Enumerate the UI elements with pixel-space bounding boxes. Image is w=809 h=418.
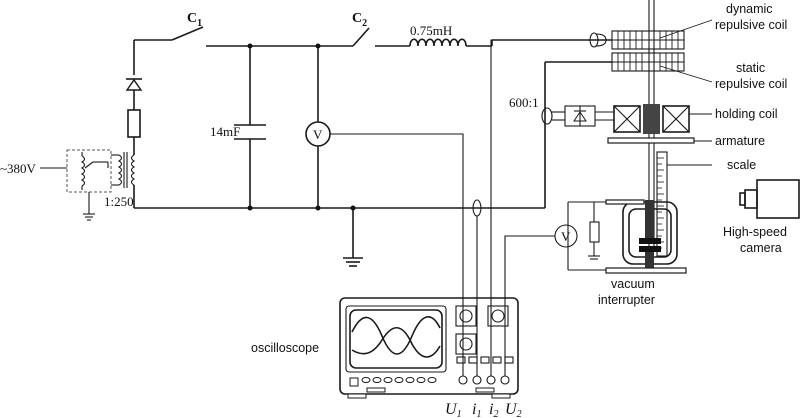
ct-ratio-label: 600:1 — [509, 95, 539, 110]
c1-label: C1 — [187, 11, 202, 29]
c2-switch — [352, 27, 370, 47]
vacuum-interrupter — [605, 199, 687, 274]
i2-label: i2 — [489, 401, 498, 418]
source-label: ~380V — [0, 161, 37, 176]
holding-coil-core — [643, 104, 660, 134]
oscilloscope-label: oscilloscope — [251, 341, 319, 355]
waveform-2 — [351, 326, 441, 358]
variac-box — [66, 149, 112, 193]
channel-1-input — [458, 375, 468, 385]
svg-text:V: V — [313, 127, 323, 142]
camera-label-2: camera — [740, 241, 782, 255]
high-speed-camera — [739, 179, 800, 219]
charging-resistor — [127, 109, 141, 138]
scale-label: scale — [727, 158, 756, 172]
inductor — [409, 38, 467, 47]
waveform-1 — [351, 316, 441, 355]
dynamic-coil-label-2: repulsive coil — [715, 18, 787, 32]
i1-label: i1 — [472, 401, 481, 418]
u2-measurement: V — [554, 201, 606, 271]
oscilloscope — [339, 297, 519, 399]
holding-coil-label: holding coil — [715, 107, 778, 121]
holding-coil-right — [662, 105, 690, 133]
vacuum-label-1: vacuum — [611, 277, 655, 291]
inductance-label: 0.75mH — [410, 23, 452, 38]
static-coil-label-2: repulsive coil — [715, 77, 787, 91]
channel-4-input — [500, 375, 510, 385]
main-wiring — [133, 26, 612, 267]
armature-label: armature — [715, 134, 765, 148]
armature — [607, 137, 695, 144]
scale — [656, 151, 668, 257]
power-button — [349, 377, 359, 387]
current-transformer — [541, 107, 553, 125]
probe-wiring — [330, 39, 590, 376]
channel-2-input — [472, 375, 482, 385]
channel-3-input — [486, 375, 496, 385]
step-up-transformer — [111, 150, 136, 208]
charging-diode — [125, 78, 143, 98]
u1-label: U1 — [445, 401, 462, 418]
svg-text:V: V — [561, 229, 571, 244]
transformer-ratio-label: 1:250 — [104, 194, 134, 209]
holding-coil-left — [613, 105, 641, 133]
dynamic-coil-label-1: dynamic — [726, 2, 773, 16]
vacuum-label-2: interrupter — [598, 293, 655, 307]
camera-label-1: High-speed — [723, 225, 787, 239]
u2-label: U2 — [505, 401, 522, 418]
divider-resistor — [589, 221, 600, 243]
static-coil-label-1: static — [736, 61, 765, 75]
oscilloscope-screen — [349, 309, 443, 369]
c1-switch — [171, 26, 204, 41]
ac-source — [40, 149, 112, 221]
capacitance-label: 14mF — [210, 124, 240, 139]
c2-label: C2 — [352, 11, 367, 29]
